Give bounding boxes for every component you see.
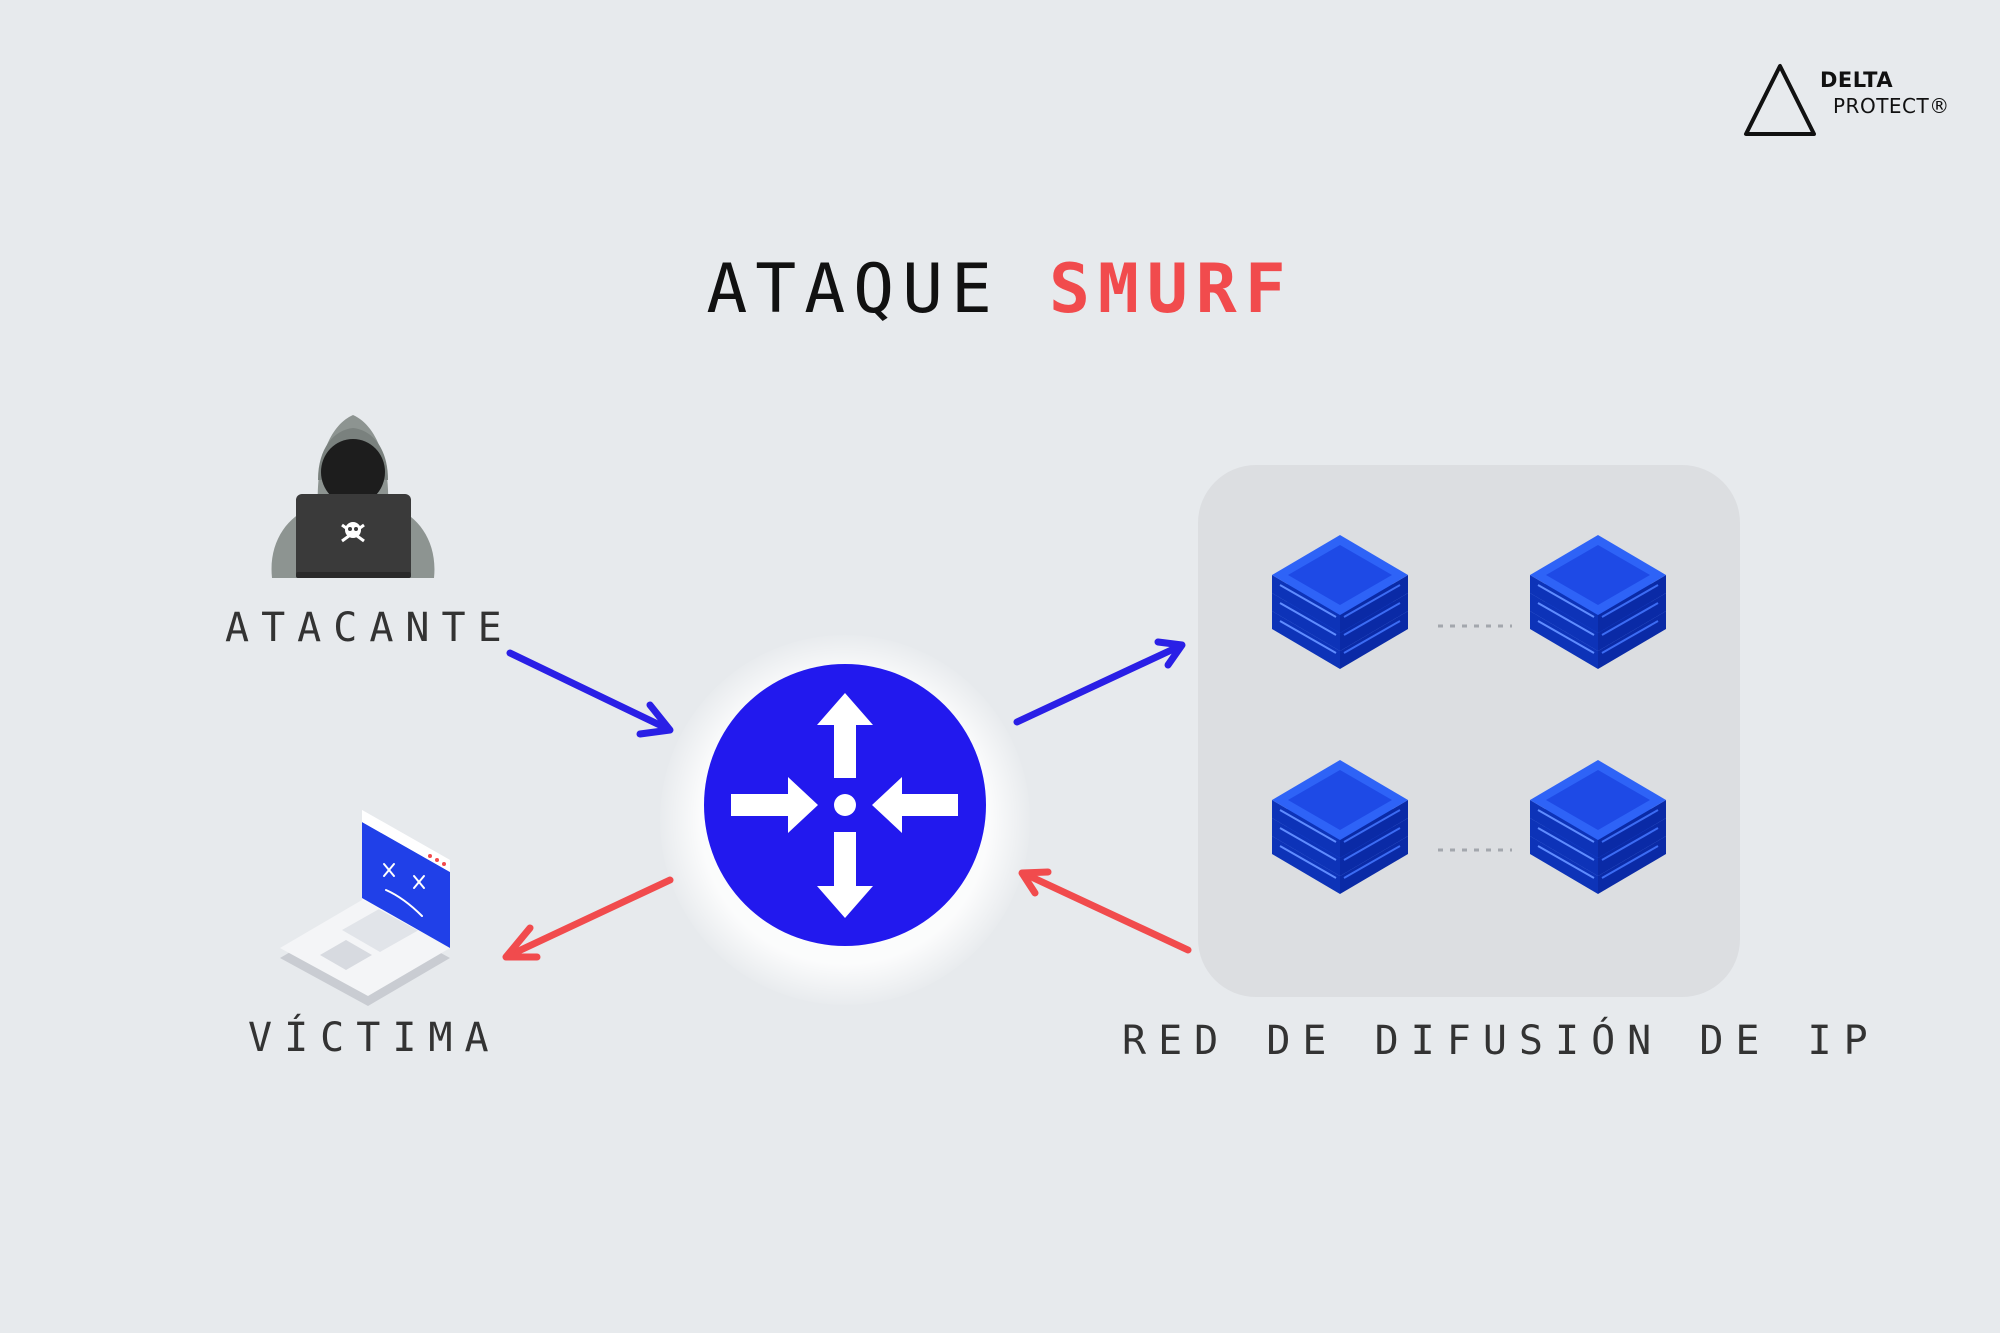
logo-text-protect: PROTECT® [1833, 94, 1950, 118]
victim-label: VÍCTIMA [248, 1015, 501, 1061]
title-main: ATAQUE [706, 250, 1000, 329]
arrow-router-to-victim [502, 876, 674, 961]
broadcast-network-panel [1198, 465, 1740, 997]
attacker-label: ATACANTE [225, 605, 514, 651]
title-accent: SMURF [1048, 250, 1294, 329]
delta-protect-logo: DELTA PROTECT® [1740, 60, 1960, 140]
arrow-network-to-router [1018, 868, 1192, 954]
arrow-attacker-to-router [506, 649, 674, 738]
server-stack-icon [1530, 535, 1666, 669]
arrow-router-to-network [1013, 638, 1186, 726]
delta-logo-icon [1744, 64, 1816, 136]
network-label: RED DE DIFUSIÓN DE IP [1122, 1018, 1880, 1064]
page-title: ATAQUE SMURF [0, 250, 2000, 329]
server-stack-icon [1530, 760, 1666, 894]
server-stack-icon [1272, 760, 1408, 894]
server-stack-icon [1272, 535, 1408, 669]
skull-icon [341, 522, 365, 543]
router-icon [704, 664, 986, 946]
server-cluster [1272, 535, 1666, 894]
hooded-attacker-icon [271, 415, 435, 578]
logo-text-delta: DELTA [1820, 68, 1894, 92]
broken-laptop-icon [280, 810, 450, 1006]
